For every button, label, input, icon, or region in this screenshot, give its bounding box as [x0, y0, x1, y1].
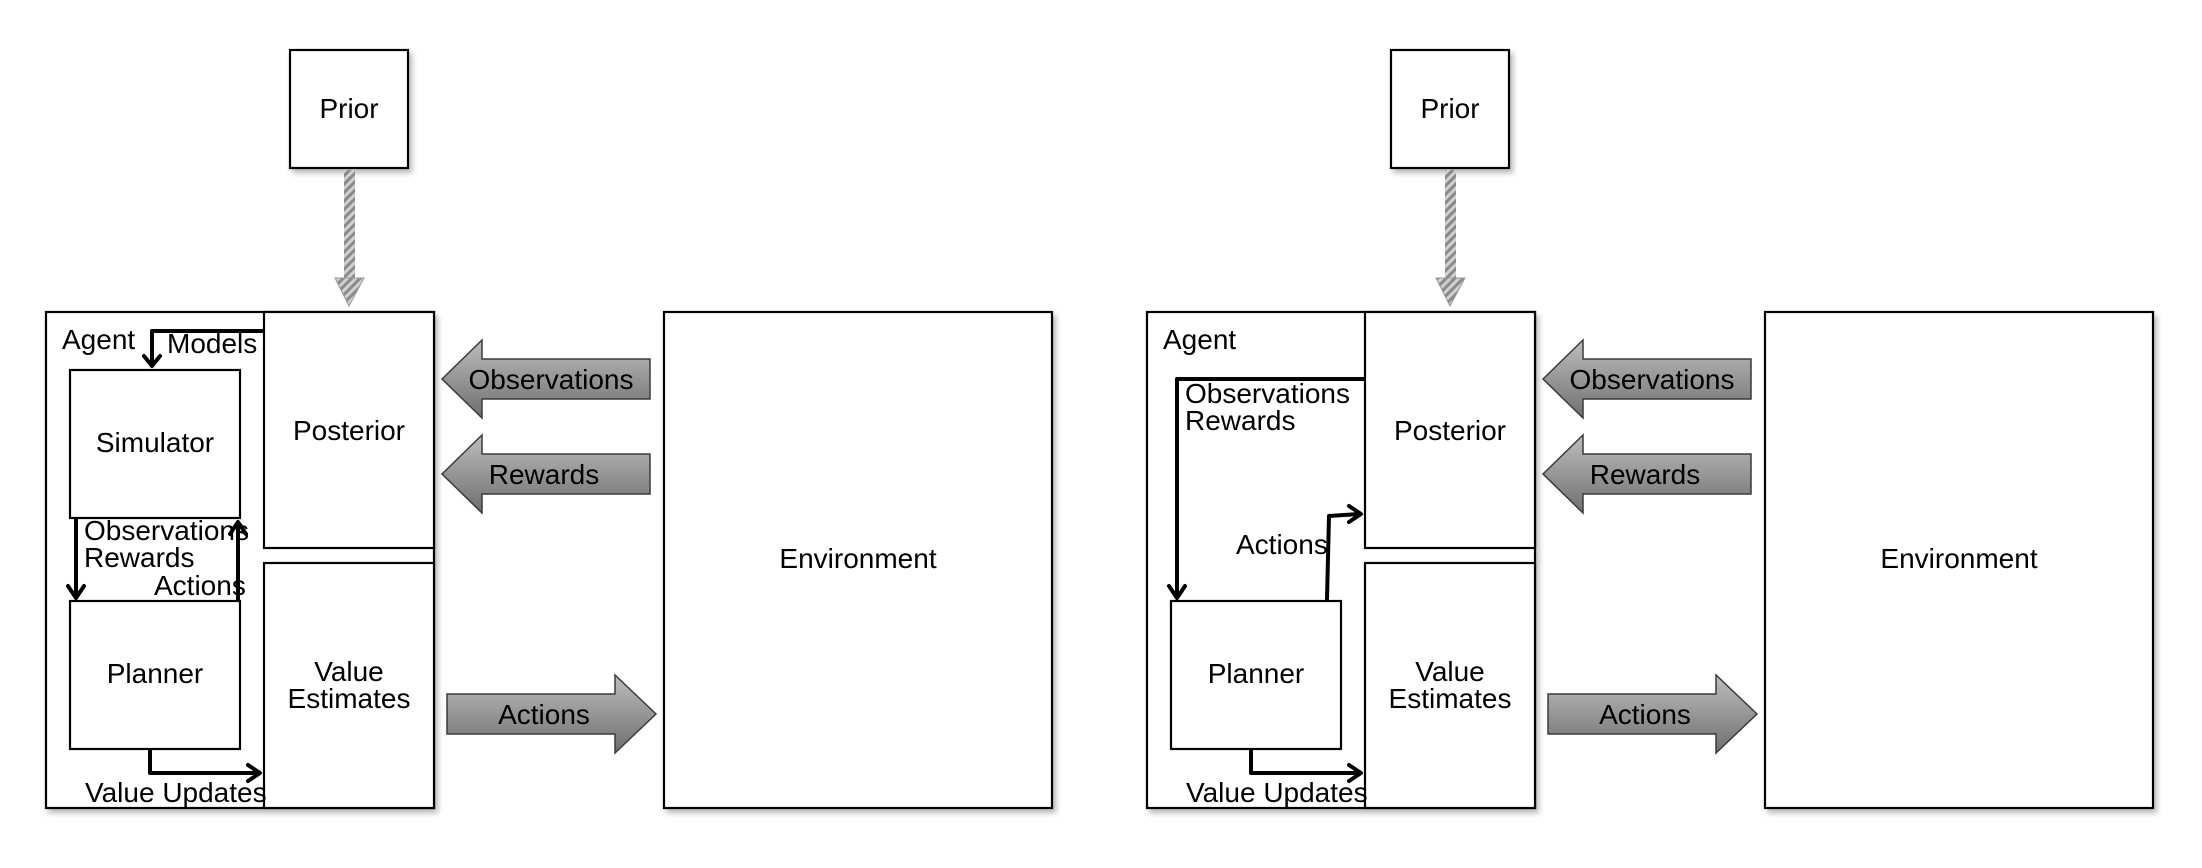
- left-rewards-inner-label: Rewards: [84, 542, 194, 573]
- left-prior-node: Prior: [288, 48, 410, 170]
- right-observations-arrow: Observations: [1541, 338, 1752, 420]
- left-observations-label: Observations: [469, 364, 634, 395]
- left-models-arrow: [142, 329, 264, 368]
- right-value-updates-label: Value Updates: [1186, 777, 1368, 808]
- left-rewards-arrow: Rewards: [440, 433, 651, 515]
- left-agent-label: Agent: [62, 324, 135, 355]
- right-agent-label: Agent: [1163, 324, 1236, 355]
- right-prior-node: Prior: [1389, 48, 1511, 170]
- left-actions-arrow: Actions: [446, 673, 658, 755]
- right-diagram: Prior Agent Posterior Value Estimates Pl…: [1145, 48, 2155, 810]
- right-obs-rewards-arrow: [1167, 377, 1365, 600]
- right-posterior-box: [1363, 310, 1537, 550]
- left-planner-box: [68, 599, 242, 751]
- right-actions-arrow: Actions: [1547, 673, 1759, 755]
- right-actions-inner-label: Actions: [1236, 529, 1328, 560]
- right-posterior-label: Posterior: [1394, 415, 1506, 446]
- right-value-estimates-label-1: Value: [1415, 656, 1485, 687]
- left-obs-rewards-arrow: [66, 518, 86, 600]
- left-value-estimates-box: [262, 561, 436, 810]
- left-models-label: Models: [167, 328, 257, 359]
- right-planner-label: Planner: [1208, 658, 1305, 689]
- right-actions-inner-arrow: [1325, 504, 1363, 601]
- right-rewards-arrow: Rewards: [1541, 433, 1752, 515]
- right-prior-arrow: [1435, 170, 1466, 308]
- right-observations-inner-label: Observations: [1185, 378, 1350, 409]
- left-value-estimates-label-2: Estimates: [288, 683, 411, 714]
- left-diagram: Prior Agent Posterior Value Estimates Si…: [44, 48, 1054, 810]
- right-prior-label: Prior: [1420, 93, 1479, 124]
- right-environment-box: [1763, 310, 2155, 810]
- left-value-estimates-label-1: Value: [314, 656, 384, 687]
- right-environment-label: Environment: [1880, 543, 2037, 574]
- left-prior-label: Prior: [319, 93, 378, 124]
- right-actions-label: Actions: [1599, 699, 1691, 730]
- left-environment-box: [662, 310, 1054, 810]
- right-value-updates-arrow: [1249, 749, 1363, 783]
- left-environment-label: Environment: [779, 543, 936, 574]
- right-rewards-inner-label: Rewards: [1185, 405, 1295, 436]
- left-simulator-label: Simulator: [96, 427, 214, 458]
- left-actions-label: Actions: [498, 699, 590, 730]
- left-actions-inner-arrow: [228, 520, 248, 601]
- left-posterior-label: Posterior: [293, 415, 405, 446]
- right-planner-box: [1169, 599, 1343, 751]
- left-value-updates-arrow: [148, 749, 262, 783]
- left-rewards-label: Rewards: [489, 459, 599, 490]
- left-posterior-box: [262, 310, 436, 550]
- left-simulator-box: [68, 368, 242, 520]
- left-value-updates-label: Value Updates: [85, 777, 267, 808]
- left-prior-arrow: [334, 170, 365, 308]
- left-planner-label: Planner: [107, 658, 204, 689]
- left-observations-arrow: Observations: [440, 338, 651, 420]
- left-actions-inner-label: Actions: [154, 570, 246, 601]
- right-value-estimates-label-2: Estimates: [1389, 683, 1512, 714]
- right-value-estimates-box: [1363, 561, 1537, 810]
- left-observations-inner-label: Observations: [84, 515, 249, 546]
- right-rewards-label: Rewards: [1590, 459, 1700, 490]
- right-observations-label: Observations: [1570, 364, 1735, 395]
